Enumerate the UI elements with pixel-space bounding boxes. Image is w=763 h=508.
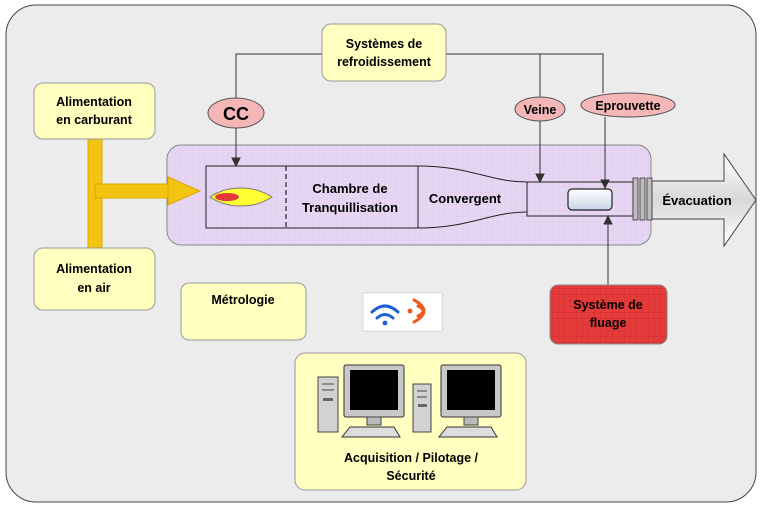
chamber-label-1: Chambre de (312, 181, 387, 196)
flange (632, 177, 653, 221)
supply-arrow (87, 137, 202, 261)
cooling-label-1: Systèmes de (346, 37, 422, 51)
metrology-label: Métrologie (211, 293, 274, 307)
creep-system-box (549, 284, 668, 345)
computer-icon (412, 364, 502, 438)
fuel-supply-box (33, 82, 156, 140)
acquisition-label-2: Sécurité (386, 469, 435, 483)
air-supply-box (33, 247, 156, 311)
fuel-supply-label-2: en carburant (56, 113, 133, 127)
air-supply-label-1: Alimentation (56, 262, 132, 276)
wireless-icon (362, 292, 443, 332)
chamber-label-2: Tranquillisation (302, 200, 398, 215)
veine-label: Veine (524, 103, 557, 117)
specimen (567, 188, 613, 211)
fluage-label-2: fluage (590, 316, 627, 330)
cooling-systems-box (321, 23, 447, 82)
fluage-arrow (603, 214, 613, 286)
tranquillisation-chamber (205, 165, 419, 229)
evacuation-arrow (651, 152, 757, 248)
acquisition-label-1: Acquisition / Pilotage / (344, 451, 479, 465)
eprouvette-label: Eprouvette (595, 99, 660, 113)
computer-icon (317, 364, 405, 438)
cc-label: CC (223, 104, 249, 124)
convergent-label: Convergent (429, 191, 502, 206)
fuel-supply-label-1: Alimentation (56, 95, 132, 109)
cooling-label-2: refroidissement (337, 55, 432, 69)
air-supply-label-2: en air (77, 281, 110, 295)
fluage-label-1: Système de (573, 298, 643, 312)
eprouvette-ellipse (580, 92, 676, 118)
convergent-walls (417, 165, 528, 229)
evacuation-label: Évacuation (662, 193, 731, 208)
outer-frame (5, 4, 757, 503)
flame-icon (209, 187, 273, 207)
metrology-box (180, 282, 307, 341)
cooling-lines (235, 53, 604, 98)
